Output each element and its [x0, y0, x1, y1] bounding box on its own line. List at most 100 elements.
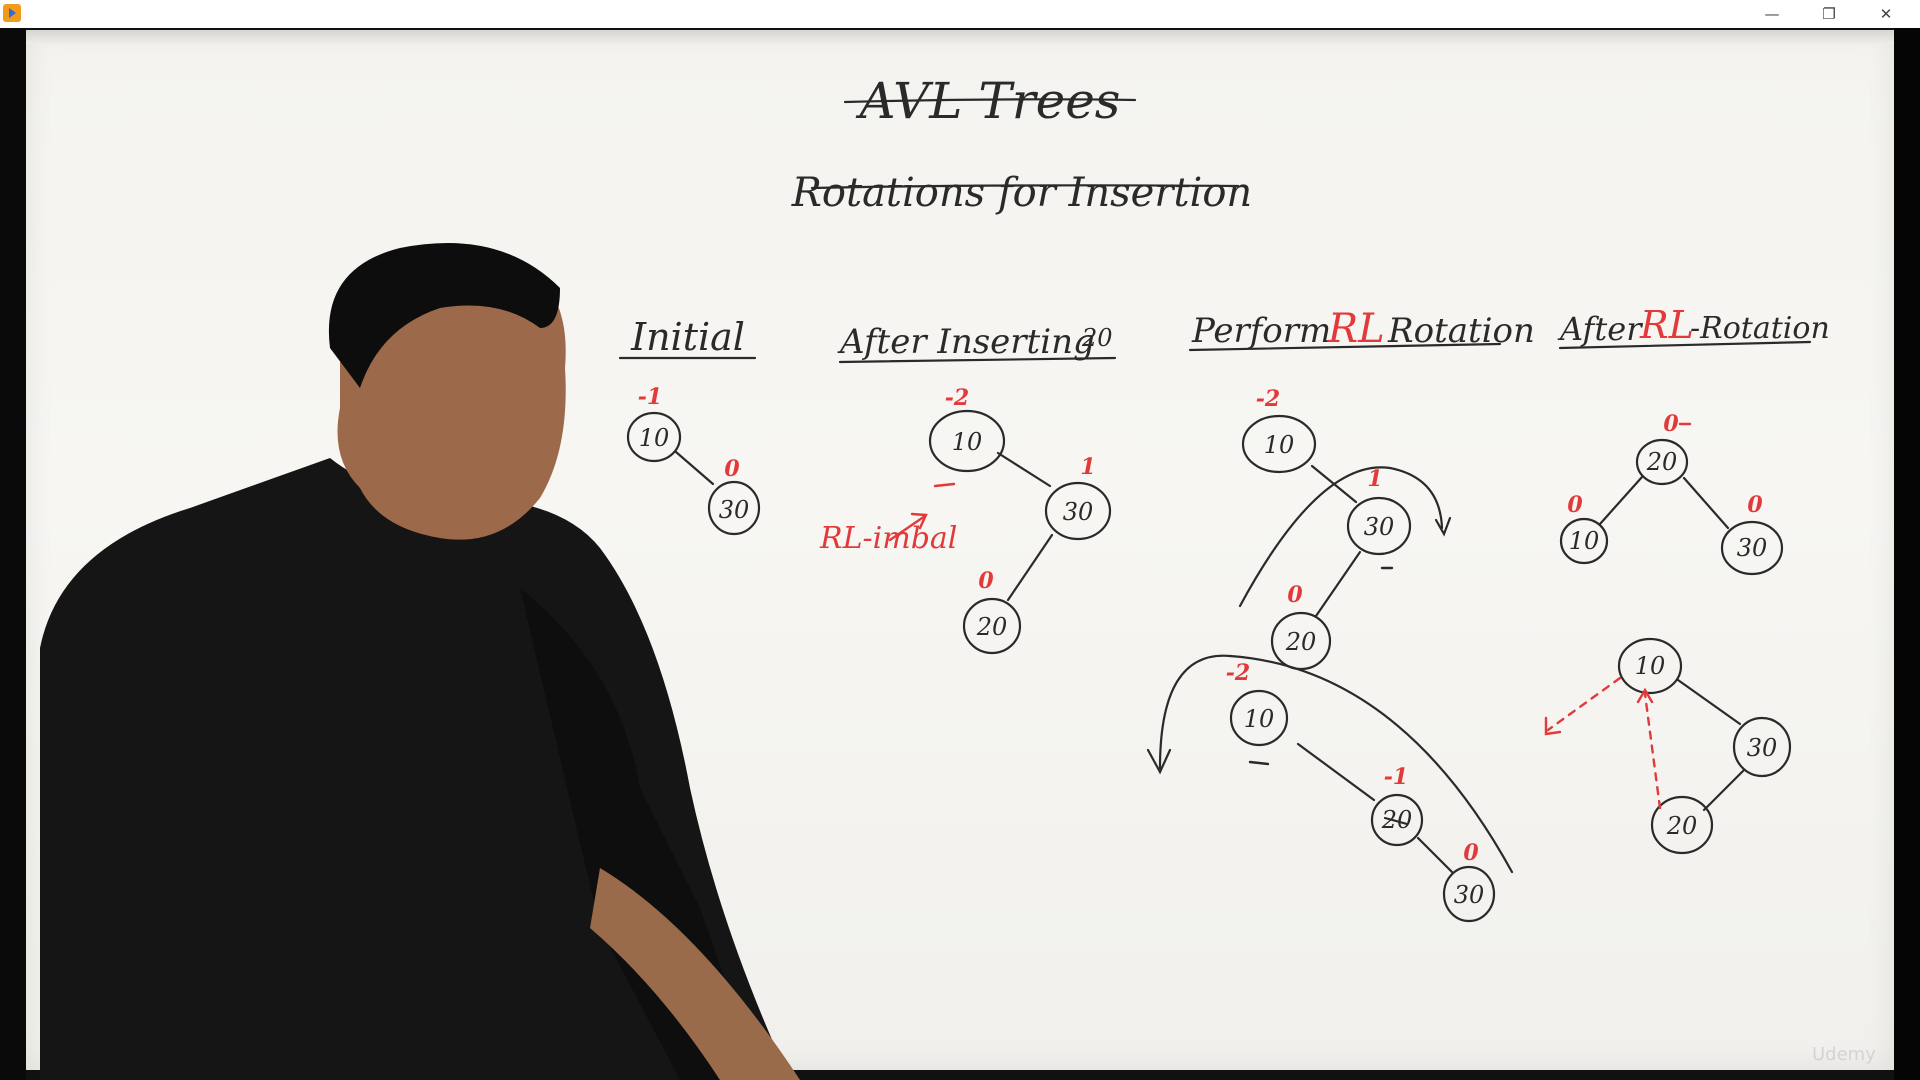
- perform-arc-arrowhead: [1434, 516, 1452, 537]
- heading-after-rl-prefix: After: [1557, 310, 1643, 348]
- after-insert-underline: [838, 356, 1117, 364]
- board-title: AVL Trees: [856, 72, 1121, 130]
- balance-lower-10: -2: [1226, 660, 1250, 686]
- after-node-20: 20: [1646, 448, 1678, 476]
- window-titlebar: — ❐ ✕: [0, 0, 1920, 29]
- right-node-10-circle: [1617, 637, 1683, 695]
- lower-rotation-arc: [1158, 654, 1514, 874]
- restore-icon[interactable]: ❐: [1822, 5, 1836, 23]
- heading-perform-prefix: Perform: [1191, 311, 1331, 351]
- player-app-icon: [3, 4, 21, 22]
- heading-after-insert-value: 20: [1081, 324, 1113, 352]
- after-edge-20-10: [1598, 475, 1644, 526]
- video-frame[interactable]: AVL Trees Rotations for Insertion Initia…: [0, 28, 1920, 1080]
- heading-perform-rl: RL: [1327, 306, 1385, 352]
- perform-node-20: 20: [1285, 628, 1317, 656]
- insert-node-30-circle: [1044, 481, 1112, 541]
- lower-node-20-circle: [1370, 793, 1424, 847]
- right-edge-10-30: [1676, 678, 1742, 726]
- insert-node-30: 30: [1063, 498, 1094, 526]
- heading-initial: Initial: [630, 315, 745, 359]
- after-edge-20-30: [1682, 476, 1730, 530]
- balance-insert-20: 0: [978, 568, 994, 594]
- lower-strike: [1383, 816, 1409, 826]
- right-dashed-arrow-up: [1643, 692, 1662, 810]
- right-edge-30-20: [1702, 768, 1746, 812]
- rl-imbal-label: RL-imbal: [819, 521, 957, 556]
- whiteboard-drawing: AVL Trees Rotations for Insertion Initia…: [618, 72, 1830, 923]
- after-node-30-circle: [1720, 520, 1784, 576]
- lower-edge-10-20: [1296, 742, 1376, 802]
- udemy-watermark: Udemy: [1812, 1044, 1876, 1065]
- perform-underline: [1188, 342, 1502, 352]
- lower-node-20: 20: [1381, 806, 1413, 834]
- insert-edge-10-30: [996, 451, 1052, 488]
- after-node-10: 10: [1569, 527, 1600, 555]
- after-node-10-circle: [1559, 517, 1609, 565]
- minimize-icon[interactable]: —: [1764, 5, 1780, 23]
- balance-after-30: 0: [1747, 492, 1763, 518]
- perform-node-30-circle: [1346, 496, 1412, 556]
- balance-initial-10: -1: [638, 384, 662, 410]
- perform-node-30: 30: [1364, 513, 1395, 541]
- right-node-20: 20: [1666, 812, 1698, 840]
- right-dashed-arrowhead-left: [1544, 716, 1562, 736]
- after-rl-underline: [1558, 340, 1812, 350]
- balance-insert-30: 1: [1080, 454, 1095, 480]
- lower-node-30: 30: [1454, 881, 1485, 909]
- perform-node-10: 10: [1264, 431, 1295, 459]
- presenter: [40, 243, 800, 1080]
- insert-node-20-circle: [962, 597, 1022, 655]
- title-underline: [843, 98, 1137, 104]
- balance-perform-20: 0: [1287, 582, 1303, 608]
- balance-perform-10: -2: [1256, 386, 1280, 412]
- balance-lower-30: 0: [1463, 840, 1479, 866]
- close-icon[interactable]: ✕: [1879, 5, 1893, 23]
- lower-node-30-circle: [1442, 865, 1496, 923]
- board-subtitle: Rotations for Insertion: [791, 170, 1252, 216]
- perform-edge-30-20: [1314, 550, 1362, 618]
- initial-node-30-circle: [707, 480, 761, 536]
- heading-perform-suffix: Rotation: [1387, 311, 1535, 351]
- lower-node-10: 10: [1244, 705, 1275, 733]
- heading-after-insert-prefix: After Inserting: [837, 322, 1095, 362]
- rl-imbal-arrowhead: [910, 512, 928, 530]
- subtitle-underline: [810, 184, 1240, 190]
- perform-rotation-arc: [1238, 466, 1444, 608]
- lower-arc-arrowhead: [1146, 748, 1172, 775]
- insert-node-10-circle: [928, 409, 1006, 473]
- initial-node-30: 30: [719, 496, 750, 524]
- initial-node-10: 10: [639, 424, 670, 452]
- right-node-10: 10: [1635, 652, 1666, 680]
- balance-perform-30: 1: [1367, 466, 1382, 492]
- initial-edge: [674, 450, 715, 486]
- right-dashed-arrowhead-up: [1636, 687, 1654, 704]
- lower-edge-20-30: [1416, 836, 1454, 874]
- after-node-20-circle: [1635, 438, 1689, 486]
- rl-dash: [933, 482, 956, 488]
- left-letterbox: [0, 28, 26, 1080]
- lower-node-10-circle: [1229, 689, 1289, 747]
- right-dashed-arrow-left: [1546, 676, 1622, 732]
- rl-imbal-arrow: [888, 514, 927, 542]
- right-node-20-circle: [1650, 795, 1714, 855]
- initial-node-10-circle: [626, 411, 682, 463]
- insert-edge-30-20: [1006, 533, 1054, 602]
- right-letterbox: [1894, 28, 1920, 1080]
- after-node-30: 30: [1737, 534, 1768, 562]
- whiteboard-frame: [26, 30, 1894, 44]
- heading-after-rl-rl: RL: [1639, 303, 1694, 347]
- perform-node-20-circle: [1270, 611, 1332, 671]
- right-node-30: 30: [1747, 734, 1778, 762]
- balance-insert-10: -2: [945, 385, 969, 411]
- balance-initial-30: 0: [724, 456, 740, 482]
- right-node-30-circle: [1732, 716, 1792, 778]
- balance-lower-20: -1: [1384, 764, 1408, 790]
- insert-node-20: 20: [976, 613, 1008, 641]
- perform-node-10-circle: [1241, 414, 1317, 474]
- heading-after-rl-suffix: -Rotation: [1690, 311, 1830, 346]
- insert-node-10: 10: [952, 428, 983, 456]
- balance-after-20: 0: [1663, 411, 1679, 437]
- lower-dash-mark: [1248, 760, 1270, 766]
- balance-after-10: 0: [1567, 492, 1583, 518]
